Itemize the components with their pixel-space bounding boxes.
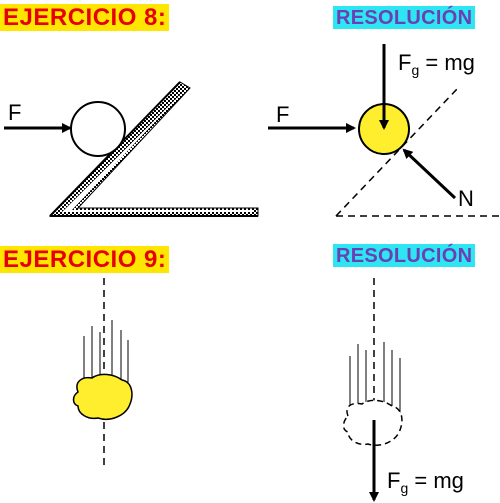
motion-lines [83, 320, 129, 390]
exercise-8-diagram: F [4, 81, 259, 217]
motion-lines-resolution [349, 342, 401, 414]
exercise-9-diagram [72, 278, 133, 470]
normal-arrow [402, 148, 457, 200]
incline-inner [62, 92, 252, 212]
exercise-8-title: EJERCICIO 8: [0, 4, 170, 31]
resolution-8-title: RESOLUCIÓN [333, 6, 476, 29]
ball [70, 101, 126, 157]
weight-label: Fg = mg [398, 50, 475, 78]
applied-force-label: F [8, 100, 21, 125]
resolution-9-diagram: Fg = mg [342, 278, 464, 502]
resolution-8-diagram: F Fg = mg N [268, 44, 500, 217]
normal-label: N [458, 186, 474, 211]
resolution-9-title: RESOLUCIÓN [333, 244, 476, 267]
weight-label-resolution: Fg = mg [387, 468, 464, 496]
exercise-9-title: EJERCICIO 9: [0, 246, 170, 273]
applied-force-label-resolution: F [276, 102, 289, 127]
falling-object [72, 373, 133, 420]
incline-dashed-line [335, 87, 459, 217]
